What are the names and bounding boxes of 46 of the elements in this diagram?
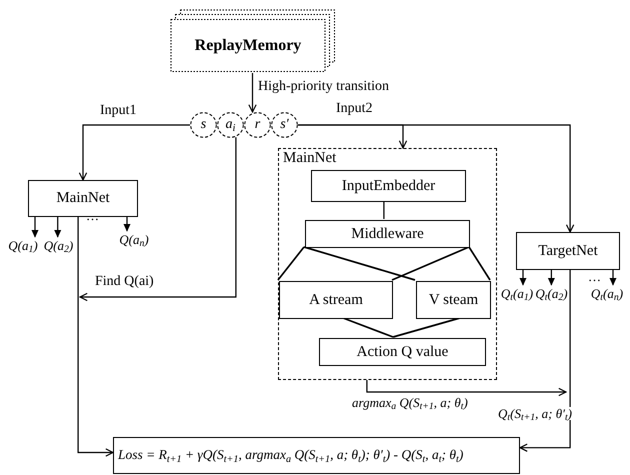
edge-label: Input1 xyxy=(100,104,137,118)
arrow xyxy=(519,270,571,452)
arrow xyxy=(123,217,131,232)
stacked-memory-box xyxy=(170,9,336,73)
edge-label: Q$_{t}$(S$_{t+1}$, a; θ′$_{t}$) xyxy=(498,407,572,420)
output-formula: Q(a$_{1}$) xyxy=(3,237,43,254)
arrow xyxy=(54,217,62,238)
formula-box: Loss = R$_{t+1}$ + γQ(S$_{t+1}$, argmax$_{a}$ Q(S$_{t+1}$, a; θ$_{t}$); θ′$_{t}$) - Q(S$_{t}$, a$_{t}$; θ$_{t}$) xyxy=(113,437,520,474)
arrow xyxy=(548,270,555,286)
process-box: A stream xyxy=(279,281,393,319)
arrow xyxy=(609,270,617,286)
arrow xyxy=(78,124,190,181)
process-box: Middleware xyxy=(305,220,470,248)
arrow xyxy=(298,124,574,233)
process-box: MainNet xyxy=(28,180,138,217)
arrow xyxy=(248,73,257,113)
dashed-group-frame xyxy=(278,148,497,380)
connector-line xyxy=(277,246,470,281)
process-box: Action Q value xyxy=(319,338,486,366)
connector-line xyxy=(383,201,384,219)
output-formula: Q$_{t}$(a$_{2}$) xyxy=(535,285,568,302)
arrow xyxy=(519,270,527,286)
arrow xyxy=(79,137,236,302)
process-box: V steam xyxy=(416,281,491,319)
arrow xyxy=(366,380,567,396)
arrow xyxy=(78,217,114,457)
edge-label: argmax$_{a}$ Q(S$_{t+1}$, a; θ$_{t}$) xyxy=(352,396,468,409)
connector-line xyxy=(342,317,394,338)
output-formula: Q$_{t}$(a$_{1}$) xyxy=(499,285,535,302)
dashed-circle: a$_{i}$ xyxy=(217,112,244,138)
ellipsis-label: … xyxy=(588,270,601,283)
dashed-circle: s xyxy=(190,112,217,138)
edge-label: High-priority transition xyxy=(258,80,390,94)
dashed-circle: s′ xyxy=(271,112,298,138)
dashed-circle: r xyxy=(244,112,271,138)
output-formula: Q(a$_{n}$) xyxy=(113,231,155,248)
process-box: TargetNet xyxy=(516,232,620,270)
node-title: ReplayMemory xyxy=(194,36,302,56)
output-formula: Q$_{t}$(a$_{n}$) xyxy=(587,285,627,302)
arrow xyxy=(31,217,39,238)
edge-label: Find Q(ai) xyxy=(95,275,154,289)
edge-label: Input2 xyxy=(336,102,373,116)
output-formula: Q(a$_{2}$) xyxy=(41,237,76,254)
process-box: InputEmbedder xyxy=(311,170,466,202)
group-title: MainNet xyxy=(283,149,336,167)
connector-line xyxy=(392,317,460,338)
